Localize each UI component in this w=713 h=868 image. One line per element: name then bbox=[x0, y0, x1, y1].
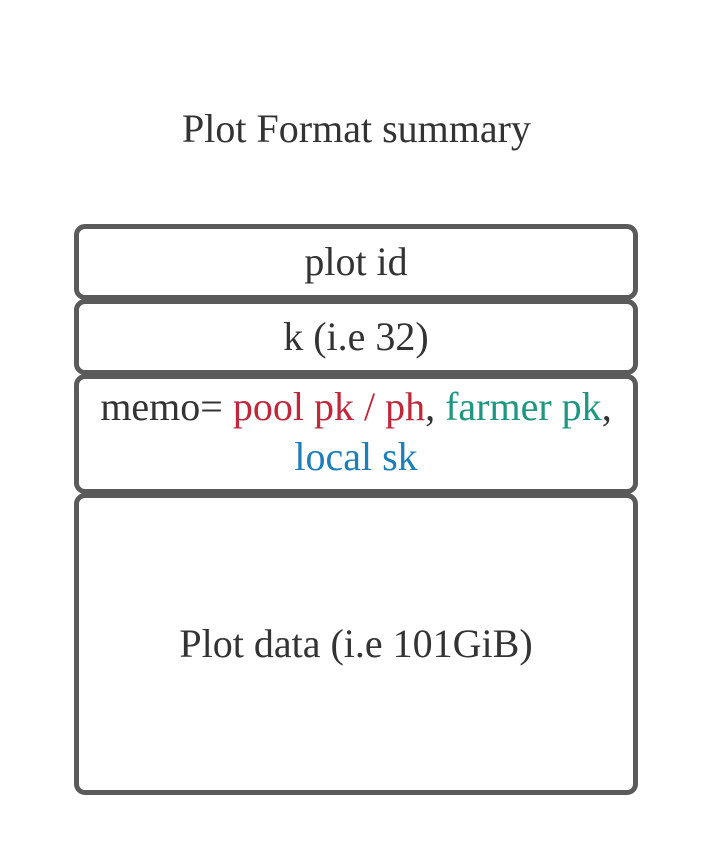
memo-block: memo= pool pk / ph, farmer pk,local sk bbox=[74, 374, 638, 494]
plot-id-label: plot id bbox=[304, 239, 408, 284]
memo-separator-1: , bbox=[425, 384, 446, 429]
memo-farmer-key: farmer pk bbox=[445, 384, 602, 429]
plot-id-block: plot id bbox=[74, 224, 638, 300]
k-block: k (i.e 32) bbox=[74, 299, 638, 375]
diagram-title: Plot Format summary bbox=[182, 106, 531, 151]
memo-prefix: memo= bbox=[100, 384, 233, 429]
plot-data-label: Plot data (i.e 101GiB) bbox=[179, 621, 533, 666]
memo-local-key: local sk bbox=[294, 434, 418, 479]
memo-text: memo= pool pk / ph, farmer pk,local sk bbox=[89, 382, 623, 482]
plot-data-block: Plot data (i.e 101GiB) bbox=[74, 493, 638, 795]
memo-pool-key: pool pk / ph bbox=[232, 384, 426, 429]
memo-separator-2: , bbox=[601, 384, 612, 429]
k-label: k (i.e 32) bbox=[283, 314, 429, 359]
